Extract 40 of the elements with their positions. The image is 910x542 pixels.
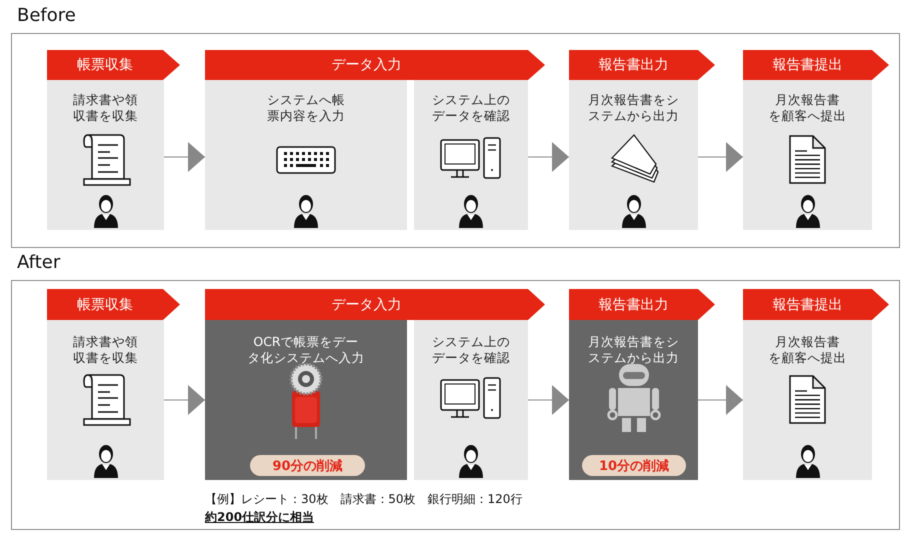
card-text: OCRで帳票をデータ化システムへ入力 [246,334,366,366]
process-card [47,320,164,480]
process-card [47,80,164,230]
stage-header: 報告書出力 [569,50,715,80]
process-card [414,320,528,480]
process-card [743,320,872,480]
stage-header: 報告書出力 [569,289,715,320]
process-card [414,80,528,230]
card-text: 請求書や領収書を収集 [72,334,139,366]
card-text: 月次報告書を顧客へ提出 [768,334,848,366]
flow-arrow [164,142,206,172]
card-text: システム上のデータを確認 [431,334,511,366]
process-card [205,80,407,230]
reduction-badge: 90分の削減 [250,455,365,476]
card-text: 月次報告書をシステムから出力 [587,92,680,124]
stage-header: データ入力 [205,289,545,320]
section-heading: After [17,252,60,274]
stage-header: 帳票収集 [47,289,180,320]
card-text: システム上のデータを確認 [431,92,511,124]
flow-arrow [164,385,206,415]
process-card [569,80,698,230]
card-text: 月次報告書を顧客へ提出 [768,92,848,124]
card-text: システムへ帳票内容を入力 [266,92,346,124]
stage-header: 帳票収集 [47,50,180,80]
example-note: 【例】レシート：30枚 請求書：50枚 銀行明細：120行 [205,491,522,507]
reduction-badge: 10分の削減 [582,455,686,476]
flow-arrow [528,385,570,415]
process-card [569,320,698,480]
stage-header: 報告書提出 [743,50,889,80]
stage-header: データ入力 [205,50,545,80]
card-text: 月次報告書をシステムから出力 [587,334,680,366]
process-card [743,80,872,230]
stage-header: 報告書提出 [743,289,889,320]
process-card [205,320,407,480]
section-heading: Before [17,5,76,27]
card-text: 請求書や領収書を収集 [72,92,139,124]
flow-arrow [698,385,744,415]
flow-arrow [528,142,570,172]
summary-note: 約200仕訳分に相当 [205,509,314,525]
flow-arrow [698,142,744,172]
